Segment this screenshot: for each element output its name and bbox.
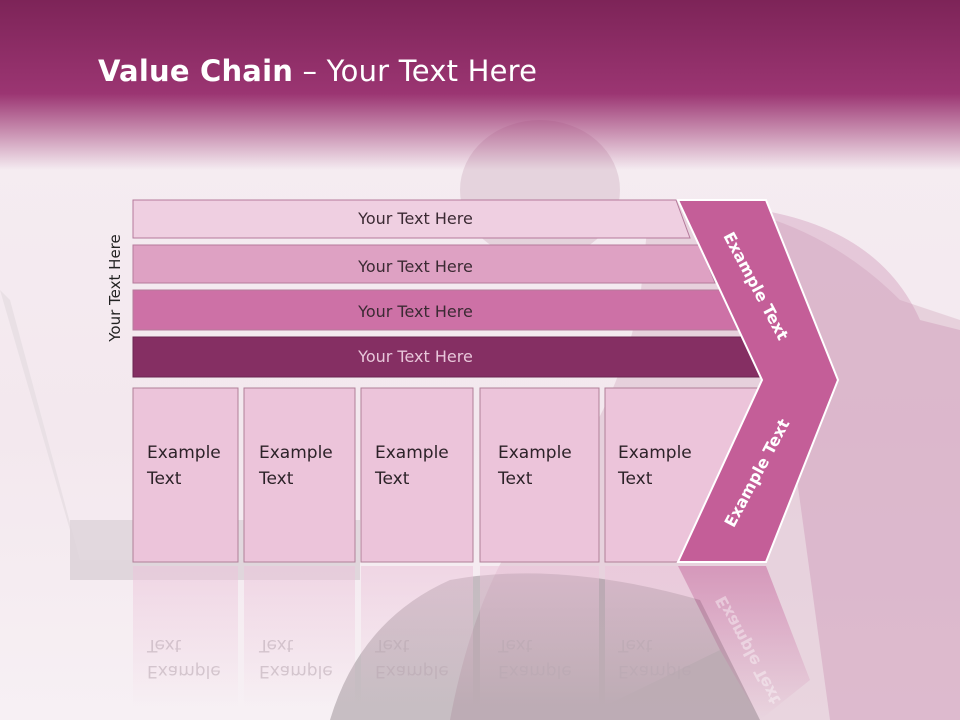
chevron-arrow-shape (676, 199, 840, 563)
column-3-shape (360, 387, 474, 563)
band-2-shape (132, 244, 716, 284)
band-4-label: Your Text Here (358, 347, 473, 366)
header-band (0, 0, 960, 170)
column-4-shape (479, 387, 600, 563)
band-1-label: Your Text Here (358, 209, 473, 228)
page-title: Value Chain – Your Text Here (98, 54, 537, 88)
title-rest: – Your Text Here (293, 54, 538, 88)
column-1-shape (132, 387, 239, 563)
band-1-shape (132, 199, 691, 239)
band-3-label: Your Text Here (358, 302, 473, 321)
band-2-label: Your Text Here (358, 257, 473, 276)
column-2-shape (243, 387, 356, 563)
title-bold: Value Chain (98, 54, 294, 88)
